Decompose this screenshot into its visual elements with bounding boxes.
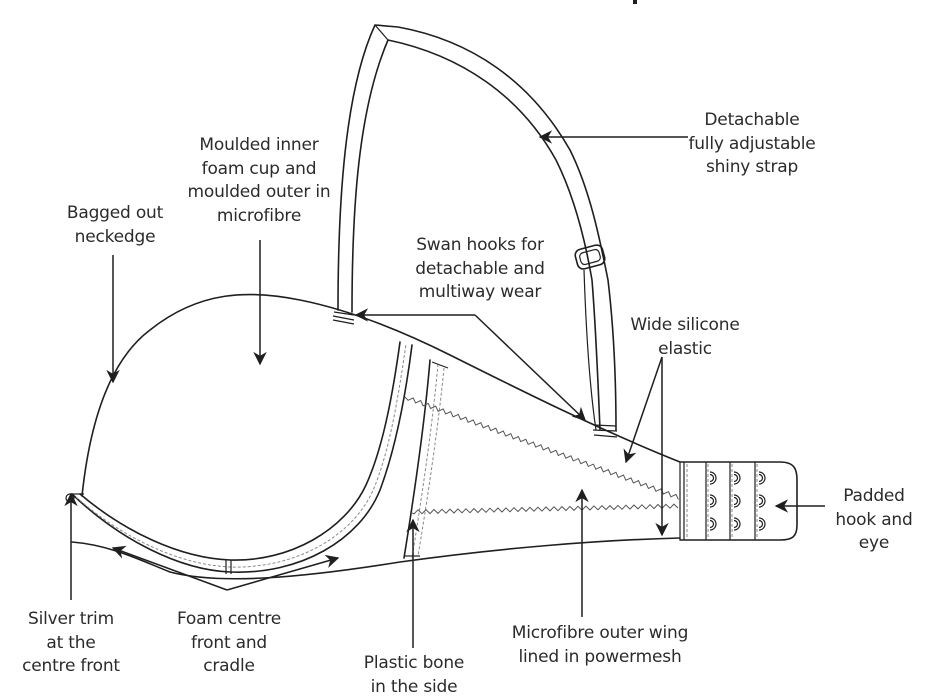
label-line: eye <box>858 533 890 553</box>
label-line: at the <box>46 632 96 653</box>
label-line: in the side <box>370 676 458 697</box>
label-line: elastic <box>658 338 712 359</box>
hook-icon <box>709 494 717 508</box>
side-bone <box>403 359 449 559</box>
label-detachable-strap: Detachable fully adjustable shiny strap <box>688 109 816 180</box>
label-outer-wing: Microfibre outer wing lined in powermesh <box>500 622 700 669</box>
label-line: Padded <box>843 486 905 506</box>
label-line: neckedge <box>74 226 156 247</box>
label-hook-and-eye: Padded hook and eye <box>824 485 924 556</box>
hook-icon <box>758 517 766 531</box>
hook-icon <box>733 471 741 485</box>
label-bagged-neckedge: Bagged out neckedge <box>56 202 174 249</box>
label-line: microfibre <box>216 205 302 226</box>
label-line: cradle <box>203 656 255 676</box>
label-line: centre front <box>22 656 120 676</box>
label-line: Silver trim <box>28 609 114 629</box>
label-silicone-elastic: Wide silicone elastic <box>620 314 750 361</box>
label-line: fully adjustable <box>688 133 816 154</box>
title-fragment-mark <box>633 0 637 4</box>
label-line: moulded outer in <box>187 182 331 202</box>
hook-icon <box>733 517 741 531</box>
leader-elastic-1 <box>623 356 663 464</box>
label-silver-trim: Silver trim at the centre front <box>12 608 130 679</box>
label-line: Plastic bone <box>363 653 465 673</box>
leader-lines <box>64 130 825 648</box>
silver-trim-circle <box>65 493 75 503</box>
lower-band <box>71 537 681 580</box>
strap-slider <box>574 244 606 270</box>
label-line: Bagged out <box>66 203 164 223</box>
wing-elastic-stitching <box>404 396 679 515</box>
label-line: shiny strap <box>705 157 799 177</box>
swan-hook-front <box>332 311 355 325</box>
label-moulded-cup: Moulded inner foam cup and moulded outer… <box>178 134 340 228</box>
label-line: multiway wear <box>418 282 542 302</box>
hook-icon <box>758 494 766 508</box>
label-line: Detachable <box>704 110 800 130</box>
label-line: Wide silicone <box>630 315 740 335</box>
label-swan-hooks: Swan hooks for detachable and multiway w… <box>400 234 560 305</box>
label-line: front and <box>190 632 268 653</box>
label-line: Moulded inner <box>199 135 319 155</box>
label-line: hook and <box>835 509 913 530</box>
label-plastic-bone: Plastic bone in the side <box>350 652 478 699</box>
label-line: Swan hooks for <box>416 235 544 255</box>
label-line: Microfibre outer wing <box>511 623 689 643</box>
hook-and-eye-closure <box>679 461 798 541</box>
label-line: detachable and <box>415 258 545 279</box>
hook-icon <box>709 471 717 485</box>
label-foam-centre: Foam centre front and cradle <box>170 608 288 679</box>
leader-foam-left <box>111 545 228 591</box>
cup <box>65 293 681 574</box>
label-line: lined in powermesh <box>518 646 682 667</box>
hook-icon <box>709 517 717 531</box>
label-line: foam cup and <box>201 158 317 179</box>
leader-foam-right <box>226 554 340 591</box>
hook-icon <box>758 471 766 485</box>
label-line: Foam centre <box>176 609 282 629</box>
leader-swan-back <box>474 314 586 421</box>
shoulder-strap <box>337 24 617 431</box>
hook-icon <box>733 494 741 508</box>
